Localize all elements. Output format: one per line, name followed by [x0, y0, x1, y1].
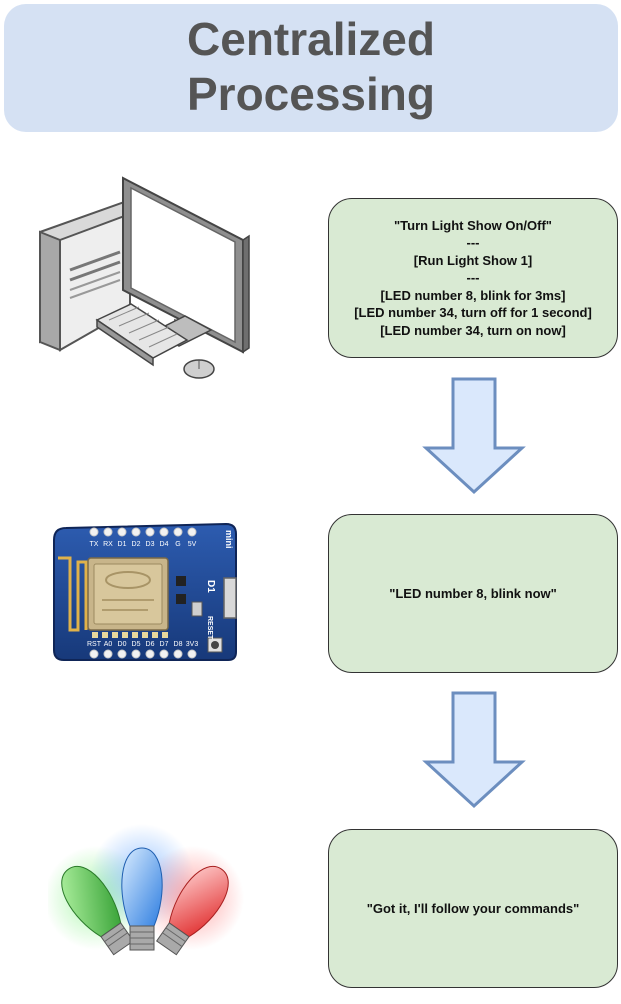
- pin-label: D2: [132, 541, 141, 548]
- pin-label: A0: [104, 641, 113, 648]
- board-label-reset: RESET: [206, 616, 213, 640]
- separator-line: ---: [466, 235, 480, 251]
- message-text: "LED number 8, blink now": [389, 585, 557, 601]
- message-text: "Got it, I'll follow your commands": [366, 900, 580, 916]
- pin-label: 5V: [188, 541, 197, 548]
- pin-label: TX: [90, 541, 99, 548]
- title-line-2: Processing: [187, 68, 435, 120]
- command-line: [LED number 34, turn off for 1 second]: [354, 305, 592, 321]
- pin-label: D3: [146, 541, 155, 548]
- wemos-d1-mini-board-icon: TX RX D1 D2 D3 D4 G 5V RST A0 D0 D5 D6 D…: [53, 522, 237, 661]
- down-arrow-icon: [422, 691, 526, 809]
- pin-label: D7: [160, 641, 169, 648]
- command-line: [LED number 34, turn on now]: [380, 322, 566, 338]
- pin-label: D1: [118, 541, 127, 548]
- pin-label: D4: [160, 541, 169, 548]
- title-line-1: Centralized: [187, 13, 435, 65]
- pin-label: D8: [174, 641, 183, 648]
- pin-label: RST: [87, 641, 102, 648]
- board-label-d1: D1: [205, 580, 216, 593]
- title-banner: Centralized Processing: [4, 4, 618, 132]
- command-line: [LED number 8, blink for 3ms]: [380, 287, 566, 303]
- command-lines: "Turn Light Show On/Off" --- [Run Light …: [354, 217, 592, 340]
- pin-label: D5: [132, 641, 141, 648]
- command-line: "Turn Light Show On/Off": [394, 217, 552, 233]
- pin-label: G: [175, 541, 180, 548]
- message-box-board: "LED number 8, blink now": [328, 514, 618, 673]
- title: Centralized Processing: [4, 12, 618, 122]
- desktop-computer-icon: [39, 176, 250, 379]
- pin-label: 3V3: [186, 641, 199, 648]
- command-box-computer: "Turn Light Show On/Off" --- [Run Light …: [328, 198, 618, 358]
- board-label-mini: mini: [224, 530, 234, 549]
- pin-label: D6: [146, 641, 155, 648]
- message-box-leds: "Got it, I'll follow your commands": [328, 829, 618, 988]
- pin-label: D0: [118, 641, 127, 648]
- down-arrow-icon: [422, 377, 526, 495]
- separator-line: ---: [466, 270, 480, 286]
- christmas-led-bulbs-icon: [48, 824, 244, 956]
- command-line: [Run Light Show 1]: [413, 252, 533, 268]
- pin-label: RX: [103, 541, 113, 548]
